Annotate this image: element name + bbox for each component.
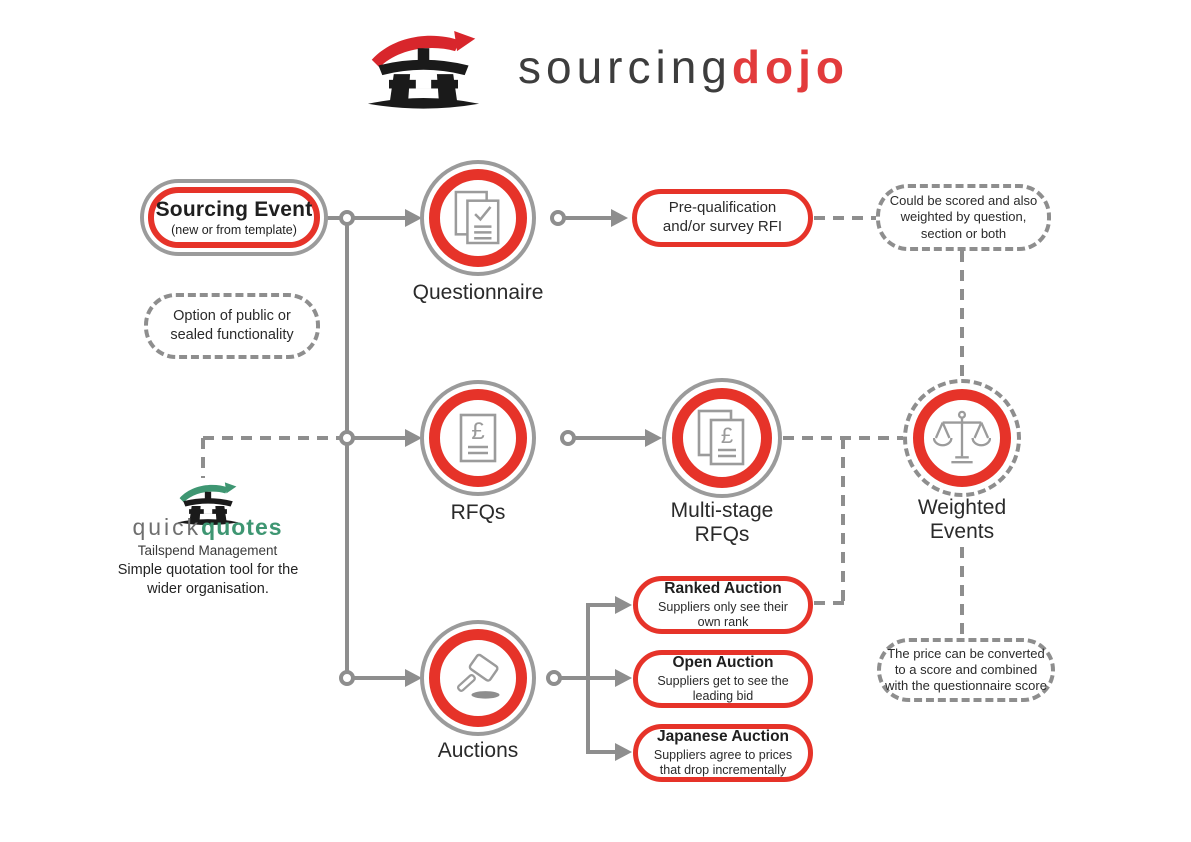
japanese-auction-box: Japanese Auction Suppliers agree to pric… bbox=[633, 724, 813, 782]
arrowhead-auctions bbox=[405, 669, 422, 687]
dashed-quickquotes-vertical bbox=[201, 438, 205, 478]
questionnaire-node bbox=[420, 160, 536, 276]
ranked-auction-title: Ranked Auction bbox=[664, 580, 782, 597]
open-auction-desc: Suppliers get to see the leading bid bbox=[657, 674, 789, 703]
auctions-label: Auctions bbox=[437, 739, 519, 762]
quickquotes-quotes-text: quotes bbox=[201, 514, 283, 540]
connector-to-questionnaire bbox=[349, 216, 405, 220]
prequal-text: Pre-qualification and/or survey RFI bbox=[662, 199, 783, 235]
arrowhead-ranked bbox=[615, 596, 632, 614]
dashed-prequal-to-note bbox=[814, 216, 876, 220]
quickquotes-wordmark: quickquotes bbox=[105, 516, 310, 539]
junction-dot-1 bbox=[339, 210, 355, 226]
multistage-node: £ bbox=[662, 378, 782, 498]
open-auction-title: Open Auction bbox=[672, 654, 774, 671]
junction-dot-2 bbox=[339, 430, 355, 446]
ranked-auction-box: Ranked Auction Suppliers only see their … bbox=[633, 576, 813, 634]
arrowhead-japanese bbox=[615, 743, 632, 761]
brand-wordmark: sourcingdojo bbox=[518, 44, 849, 90]
arrowhead-multistage bbox=[645, 429, 662, 447]
connector-rfqs-out bbox=[572, 436, 647, 440]
quickquotes-gate-icon bbox=[175, 476, 241, 526]
arrowhead-rfqs bbox=[405, 429, 422, 447]
open-auction-box: Open Auction Suppliers get to see the le… bbox=[633, 650, 813, 708]
connector-auctions-out bbox=[558, 676, 590, 680]
connector-auction-branch-vertical bbox=[586, 603, 590, 754]
rfqs-label: RFQs bbox=[450, 501, 506, 524]
price-note-text: The price can be converted to a score an… bbox=[885, 645, 1047, 694]
questionnaire-label: Questionnaire bbox=[412, 281, 544, 304]
dashed-quickquotes-horizontal bbox=[203, 436, 347, 440]
sourcingdojo-gate-icon bbox=[366, 18, 481, 112]
auctions-node bbox=[420, 620, 536, 736]
arrowhead-prequal bbox=[611, 209, 628, 227]
quickquotes-tagline: Tailspend Management bbox=[137, 543, 278, 558]
multistage-docs-icon: £ bbox=[697, 409, 745, 466]
gavel-icon bbox=[456, 653, 500, 699]
brand-sourcing-text: sourcing bbox=[518, 41, 732, 93]
connector-to-open bbox=[590, 676, 616, 680]
connector-to-ranked bbox=[590, 603, 616, 607]
dashed-note-to-weighted bbox=[960, 251, 964, 382]
rfq-doc-icon: £ bbox=[459, 413, 497, 463]
brand-dojo-text: dojo bbox=[731, 41, 849, 93]
weighted-events-node bbox=[903, 379, 1021, 497]
dashed-branch-down bbox=[841, 438, 845, 605]
dashed-branch-to-ranked bbox=[814, 601, 845, 605]
junction-dot-5 bbox=[560, 430, 576, 446]
questionnaire-doc-icon bbox=[454, 190, 500, 245]
svg-text:£: £ bbox=[721, 423, 733, 448]
arrowhead-open bbox=[615, 669, 632, 687]
option-note-text: Option of public or sealed functionality bbox=[170, 308, 294, 343]
scored-note-text: Could be scored and also weighted by que… bbox=[889, 193, 1038, 241]
junction-dot-4 bbox=[550, 210, 566, 226]
sourcing-event-subtitle: (new or from template) bbox=[171, 223, 297, 237]
arrowhead-questionnaire bbox=[405, 209, 422, 227]
sourcing-event-box: Sourcing Event (new or from template) bbox=[140, 179, 328, 256]
rfqs-node: £ bbox=[420, 380, 536, 496]
scales-icon bbox=[933, 410, 991, 464]
connector-to-auctions bbox=[349, 676, 405, 680]
dashed-weighted-to-price-note bbox=[960, 547, 964, 640]
sourcing-event-title: Sourcing Event bbox=[155, 198, 313, 221]
connector-questionnaire-out bbox=[562, 216, 612, 220]
quickquotes-description: Simple quotation tool for the wider orga… bbox=[117, 562, 299, 597]
ranked-auction-desc: Suppliers only see their own rank bbox=[658, 600, 788, 629]
svg-text:£: £ bbox=[471, 418, 484, 445]
japanese-auction-desc: Suppliers agree to prices that drop incr… bbox=[653, 748, 793, 777]
quickquotes-quick-text: quick bbox=[132, 514, 202, 540]
japanese-auction-title: Japanese Auction bbox=[656, 728, 790, 745]
connector-to-rfqs bbox=[349, 436, 405, 440]
multistage-label: Multi-stage RFQs bbox=[670, 499, 774, 547]
junction-dot-3 bbox=[339, 670, 355, 686]
scored-note-box: Could be scored and also weighted by que… bbox=[876, 184, 1051, 251]
option-note-box: Option of public or sealed functionality bbox=[144, 293, 320, 359]
junction-dot-6 bbox=[546, 670, 562, 686]
connector-se-to-trunk bbox=[325, 216, 349, 220]
price-note-box: The price can be converted to a score an… bbox=[877, 638, 1055, 702]
weighted-events-label: Weighted Events bbox=[917, 496, 1007, 544]
connector-trunk-vertical bbox=[345, 216, 349, 680]
prequal-box: Pre-qualification and/or survey RFI bbox=[632, 189, 813, 247]
connector-to-japanese bbox=[590, 750, 616, 754]
